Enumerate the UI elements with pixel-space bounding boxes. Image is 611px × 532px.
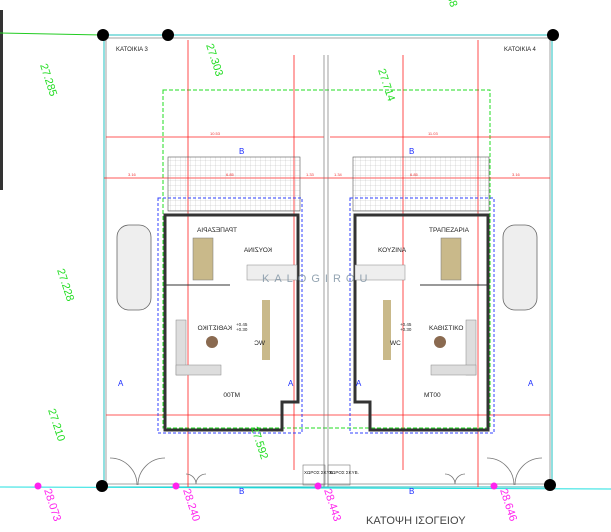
room-label-kitchen: ΚΟΥΖΙΝΑ <box>243 247 272 254</box>
road-level-points <box>34 482 498 490</box>
floor-level: +0.45 <box>400 322 412 327</box>
dimension-label: 3.16 <box>128 172 137 177</box>
dimension-label: 10.53 <box>210 131 221 136</box>
edge-bar <box>0 10 3 190</box>
parked-cars <box>116 224 538 311</box>
room-label-dining: ΤΡΑΠΕΖΑΡΙΑ <box>196 227 237 234</box>
boundary-markers <box>96 29 559 492</box>
dimension-label: 1.33 <box>306 172 315 177</box>
dimension-label: 6.85 <box>226 172 235 177</box>
floor-level: +0.30 <box>236 327 248 332</box>
svg-text:27.285: 27.285 <box>37 62 59 98</box>
house-label-4: ΚΑΤΟΙΚΙΑ 4 <box>504 47 536 53</box>
gates <box>109 457 543 486</box>
svg-text:B: B <box>239 147 244 156</box>
dimension-label: 3.16 <box>512 172 521 177</box>
svg-text:28.646: 28.646 <box>497 487 519 523</box>
svg-text:27.303: 27.303 <box>203 42 225 78</box>
section-marks: B B B B A A A A <box>118 147 534 496</box>
svg-text:27.714: 27.714 <box>375 67 397 103</box>
room-label-wc: WC <box>390 340 401 347</box>
svg-text:A: A <box>288 379 294 388</box>
house-label-3: ΚΑΤΟΙΚΙΑ 3 <box>116 47 148 53</box>
terrace-pergola-3 <box>167 156 301 212</box>
svg-text:B: B <box>239 487 244 496</box>
svg-text:28.240: 28.240 <box>180 487 202 523</box>
room-label-wc: WC <box>254 340 265 347</box>
property-line <box>0 32 103 36</box>
drawing-title: ΚΑΤΟΨΗ ΙΣΟΓΕΙΟΥ <box>366 515 466 527</box>
spot-levels: 27.285 27.303 27.714 27.228 27.210 27.59… <box>37 0 459 461</box>
svg-text:38: 38 <box>444 0 459 9</box>
svg-text:28.073: 28.073 <box>41 487 63 523</box>
svg-text:27.228: 27.228 <box>54 267 76 303</box>
dimension-label: 6.85 <box>410 172 419 177</box>
room-label-living: ΚΑΘΙΣΤΙΚΟ <box>429 325 463 332</box>
building-envelope <box>162 89 491 429</box>
house-walls <box>163 213 490 432</box>
floor-level: +0.30 <box>400 327 412 332</box>
upper-floor-outline <box>157 197 495 434</box>
svg-text:A: A <box>528 379 534 388</box>
room-label-storage: ΜΤ00 <box>223 392 240 399</box>
dimension-label: 1.34 <box>334 172 343 177</box>
furniture <box>175 237 477 376</box>
floor-level: +0.45 <box>236 322 248 327</box>
bin-area-label: ΧΩΡΟΣ ΣΚΥΒ. <box>329 470 359 475</box>
room-label-kitchen: ΚΟΥΖΙΝΑ <box>378 247 407 254</box>
svg-text:A: A <box>356 379 362 388</box>
terrace-pergola-4 <box>352 156 490 212</box>
dimension-label: 11.03 <box>428 131 438 136</box>
svg-text:B: B <box>409 487 414 496</box>
bin-area-label: ΧΩΡΟΣ ΣΚΥΒ. <box>304 470 334 475</box>
dimension-lines <box>104 40 550 487</box>
watermark: KALOGIROU <box>262 273 372 285</box>
room-label-storage: ΜΤ00 <box>424 392 441 399</box>
svg-text:27.210: 27.210 <box>45 407 67 443</box>
svg-text:28.443: 28.443 <box>321 487 343 523</box>
party-wall <box>323 55 329 487</box>
svg-text:B: B <box>409 147 414 156</box>
room-label-dining: ΤΡΑΠΕΖΑΡΙΑ <box>429 227 470 234</box>
svg-text:A: A <box>118 379 124 388</box>
bin-area <box>302 464 351 486</box>
room-label-living: ΚΑΘΙΣΤΙΚΟ <box>198 325 232 332</box>
